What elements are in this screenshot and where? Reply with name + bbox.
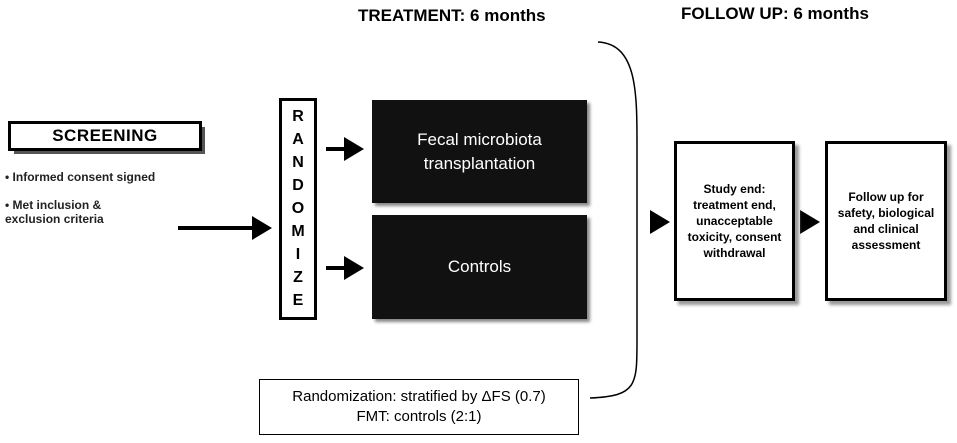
fmt-arm-box: Fecal microbiota transplantation	[372, 100, 587, 203]
screening-title: SCREENING	[52, 126, 158, 145]
screening-bullet-criteria-cont: exclusion criteria	[5, 212, 104, 226]
study-end-line: unacceptable	[696, 214, 773, 228]
controls-arm-label: Controls	[447, 257, 512, 276]
follow-up-line: safety, biological	[837, 206, 935, 220]
study-end-box: Study end: treatment end, unacceptable t…	[674, 141, 795, 301]
randomization-note-line2: FMT: controls (2:1)	[356, 408, 482, 425]
randomize-letter: O	[291, 200, 305, 217]
follow-up-box: Follow up for safety, biological and cli…	[825, 141, 947, 301]
treatment-brace	[589, 41, 638, 399]
follow-up-line: and clinical	[853, 222, 919, 236]
randomize-letter: A	[292, 131, 304, 148]
fmt-arm-line1: Fecal microbiota	[417, 129, 542, 149]
study-end-line: Study end:	[703, 182, 766, 196]
follow-up-line: assessment	[851, 238, 921, 252]
screening-bullet-criteria: • Met inclusion &	[5, 198, 102, 212]
screening-bullet-consent: • Informed consent signed	[5, 170, 156, 184]
randomize-box: R A N D O M I Z E	[279, 98, 317, 320]
study-end-line: withdrawal	[703, 246, 766, 260]
randomize-letter: R	[292, 108, 304, 125]
followup-phase-title: FOLLOW UP: 6 months	[681, 4, 869, 23]
randomize-letter: M	[291, 223, 305, 240]
study-end-line: toxicity, consent	[687, 230, 782, 244]
randomization-note-line1: Randomization: stratified by ΔFS (0.7)	[292, 388, 546, 405]
study-end-line: treatment end,	[693, 198, 776, 212]
randomize-letter: I	[295, 246, 301, 263]
follow-up-line: Follow up for	[848, 190, 924, 204]
randomize-letter: D	[292, 177, 304, 194]
randomization-note-box: Randomization: stratified by ΔFS (0.7) F…	[259, 379, 579, 435]
screening-box: SCREENING	[8, 121, 205, 154]
randomize-letter: E	[292, 292, 304, 309]
randomize-letter: N	[292, 154, 304, 171]
treatment-phase-title: TREATMENT: 6 months	[358, 6, 546, 25]
controls-arm-box: Controls	[372, 215, 587, 319]
fmt-arm-line2: transplantation	[423, 153, 536, 173]
randomize-letter: Z	[293, 269, 303, 286]
